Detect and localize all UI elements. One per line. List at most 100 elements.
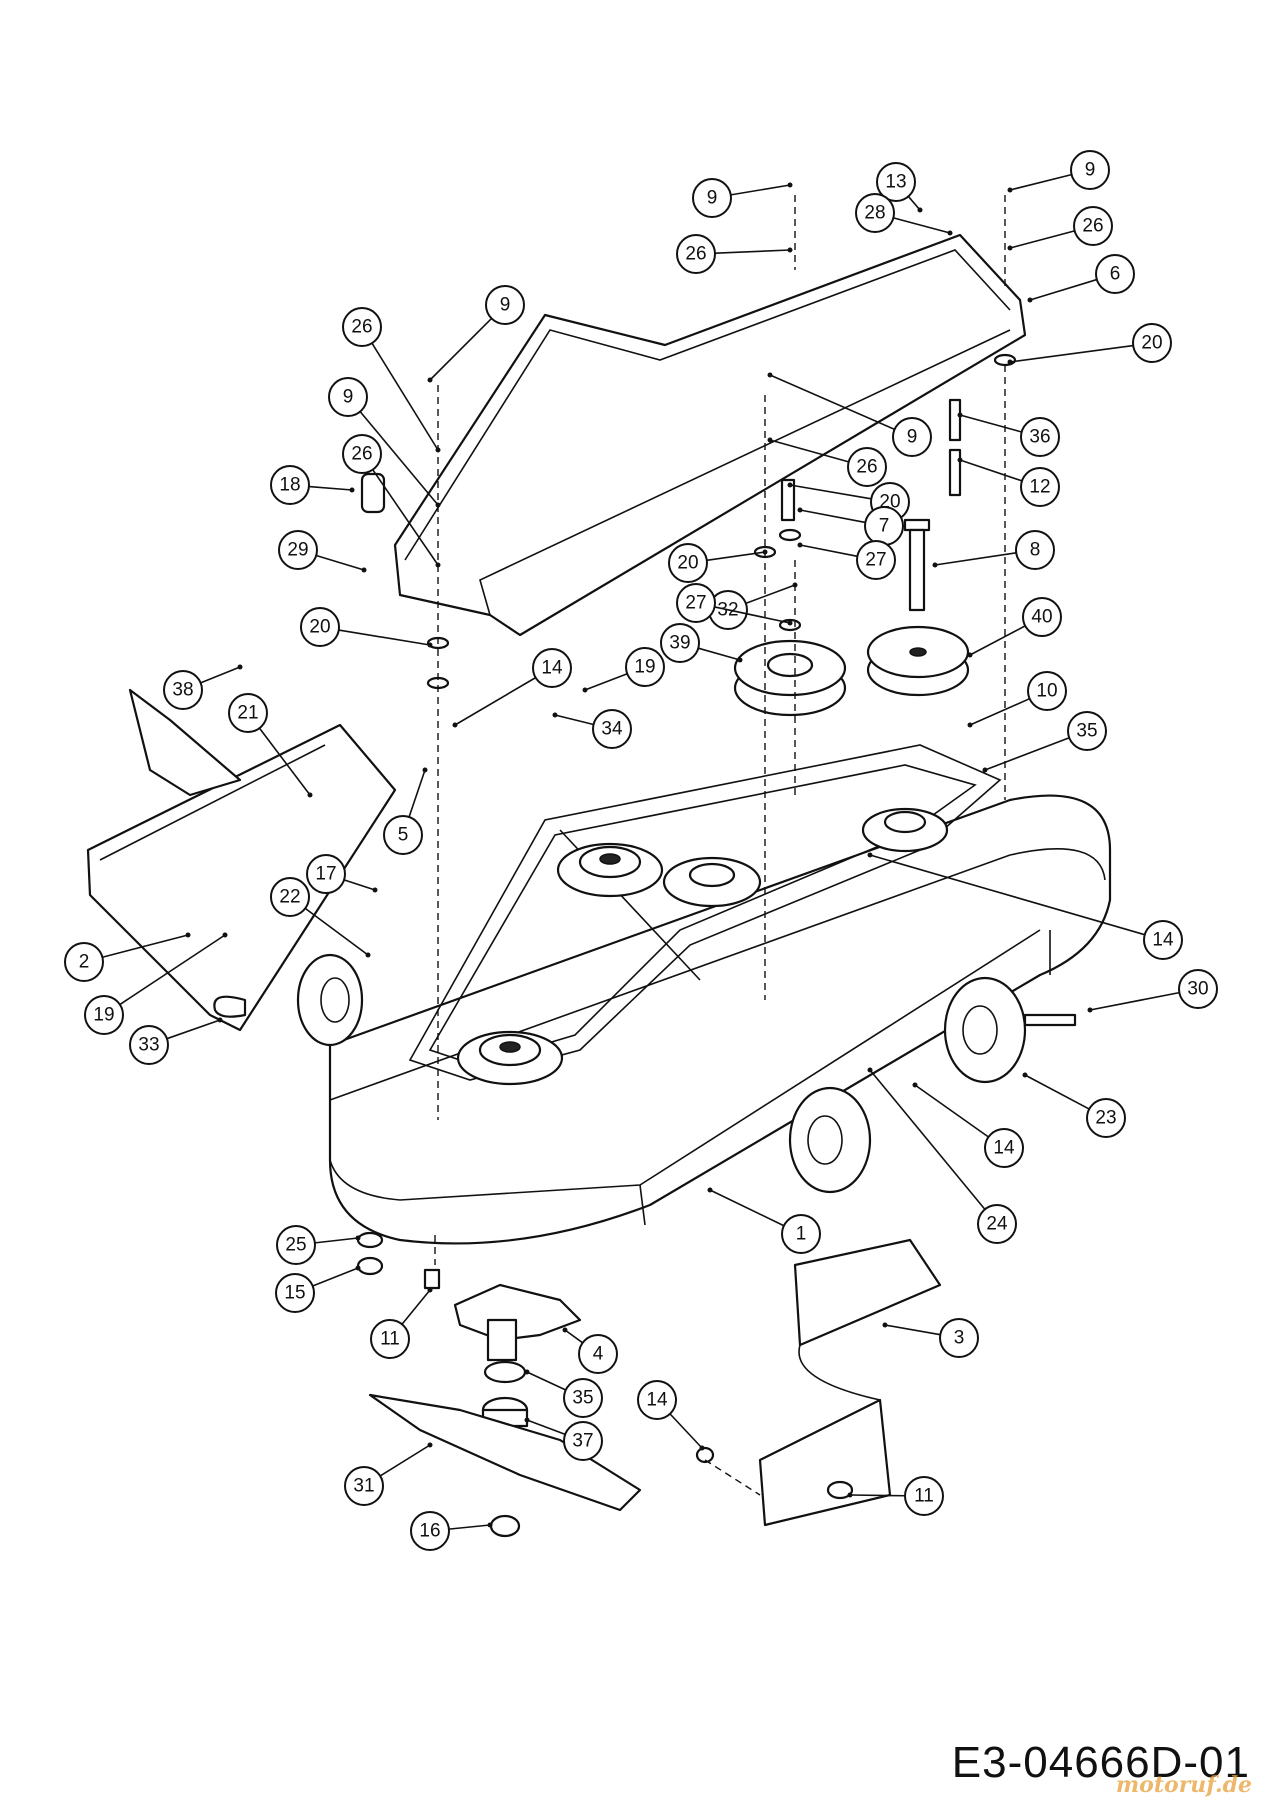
callout-20: 20 (668, 543, 768, 583)
callout-leader (401, 1289, 431, 1325)
callout-3: 3 (882, 1318, 979, 1358)
callout-38: 38 (163, 664, 243, 710)
callout-circle (676, 234, 716, 274)
callout-arrowhead (435, 562, 441, 568)
idler-pulley-40 (866, 625, 970, 697)
callout-leader (454, 676, 537, 726)
callout-leader (166, 1019, 221, 1040)
callout-23: 23 (1022, 1072, 1126, 1138)
callout-leader (448, 1524, 491, 1530)
callout-label: 9 (707, 188, 718, 209)
callout-leader (959, 414, 1022, 433)
callout-circle (1132, 323, 1172, 363)
callout-arrowhead (361, 567, 367, 573)
callout-label: 35 (572, 1388, 593, 1409)
callout-circle (1178, 969, 1218, 1009)
callout-circle (275, 1273, 315, 1313)
callout-circle (383, 815, 423, 855)
callout-25: 25 (276, 1225, 361, 1265)
callout-label: 12 (1029, 477, 1050, 498)
callout-circle (1020, 417, 1060, 457)
callout-circle (660, 623, 700, 663)
callout-leader (315, 554, 365, 571)
callout-leader (714, 606, 791, 624)
callout-14: 14 (452, 648, 572, 728)
callout-circle (1086, 1098, 1126, 1138)
callout-label: 20 (677, 553, 698, 574)
callout-37: 37 (524, 1417, 603, 1461)
callout-8: 8 (932, 530, 1055, 570)
callout-arrowhead (767, 372, 773, 378)
callout-leader (869, 1069, 986, 1210)
callout-arrowhead (435, 447, 441, 453)
callout-circle (270, 465, 310, 505)
callout-arrowhead (487, 1522, 493, 1528)
callout-circle (1015, 530, 1055, 570)
callout-14: 14 (867, 852, 1183, 960)
callout-circle (342, 434, 382, 474)
callout-circle (856, 540, 896, 580)
callout-arrowhead (957, 412, 963, 418)
callout-arrowhead (1007, 187, 1013, 193)
idler-pulley-flat (662, 856, 762, 908)
callout-arrowhead (912, 1082, 918, 1088)
callout-leader (526, 1371, 567, 1391)
spacer-bearing (481, 1360, 529, 1428)
callout-circle (129, 1025, 169, 1065)
callout-leader (429, 317, 493, 381)
callout-label: 13 (885, 172, 906, 193)
callout-17: 17 (306, 854, 378, 894)
callout-leader (914, 1084, 989, 1138)
callout-39: 39 (660, 623, 743, 663)
callout-arrowhead (217, 1017, 223, 1023)
mower-deck (86, 688, 1112, 1245)
callout-5: 5 (383, 767, 428, 855)
callout-leader (1009, 344, 1134, 363)
callout-label: 26 (351, 317, 372, 338)
callout-leader (119, 934, 226, 1006)
callout-arrowhead (355, 1265, 361, 1271)
callout-circle (563, 1378, 603, 1418)
callout-leader (907, 195, 921, 211)
callout-label: 26 (856, 457, 877, 478)
callout-circle (892, 417, 932, 457)
callout-leader (884, 1324, 941, 1336)
gauge-wheel-left (296, 953, 364, 1047)
callout-leader (730, 184, 791, 196)
callout-leader (799, 544, 858, 558)
callout-circle (306, 854, 346, 894)
gauge-wheel-center (788, 1086, 872, 1194)
callout-label: 18 (279, 475, 300, 496)
callout-arrowhead (797, 542, 803, 548)
callout-label: 15 (284, 1283, 305, 1304)
callout-circle (1020, 467, 1060, 507)
callout-leader (304, 907, 369, 956)
callout-circle (270, 877, 310, 917)
callout-leader (312, 1267, 359, 1287)
callout-9: 9 (692, 178, 793, 218)
callout-circle (676, 583, 716, 623)
callout-label: 20 (1141, 333, 1162, 354)
callout-19: 19 (84, 932, 228, 1035)
spindle-housing (453, 1283, 582, 1362)
callout-26: 26 (767, 437, 887, 487)
callout-arrowhead (707, 1187, 713, 1193)
callout-label: 28 (864, 203, 885, 224)
callout-arrowhead (1007, 359, 1013, 365)
callout-circle (532, 648, 572, 688)
callout-circle (625, 647, 665, 687)
spindle-pulley-right (861, 807, 949, 853)
callout-leader (706, 551, 766, 562)
callout-arrowhead (867, 1067, 873, 1073)
callout-arrowhead (1087, 1007, 1093, 1013)
callout-9: 9 (767, 372, 932, 457)
callout-circle (1073, 206, 1113, 246)
callout-leader (372, 469, 439, 566)
callout-arrowhead (967, 722, 973, 728)
callout-arrowhead (552, 712, 558, 718)
callout-circle (977, 1204, 1017, 1244)
callout-circle (1027, 671, 1067, 711)
gauge-wheel-right (943, 976, 1027, 1084)
callout-circle (563, 1421, 603, 1461)
callout-label: 24 (986, 1214, 1008, 1235)
